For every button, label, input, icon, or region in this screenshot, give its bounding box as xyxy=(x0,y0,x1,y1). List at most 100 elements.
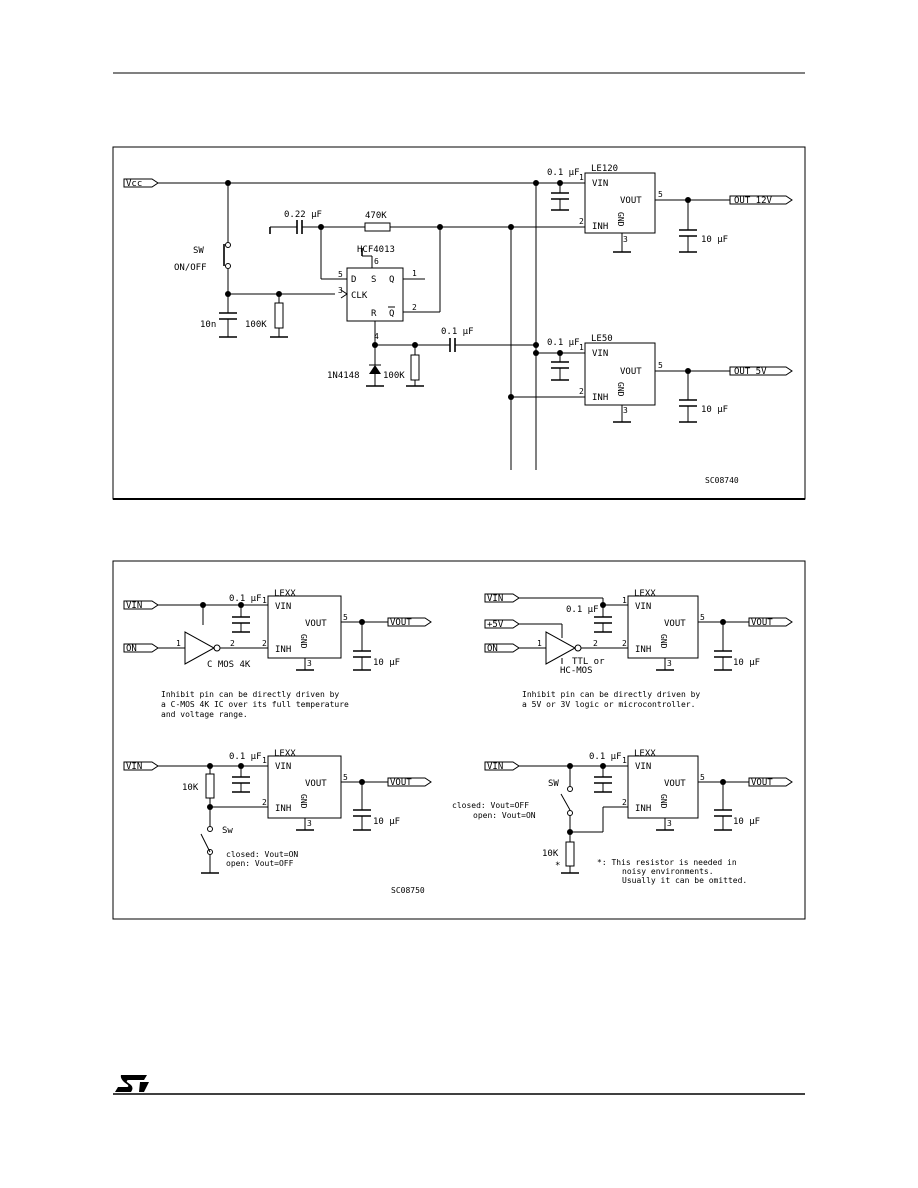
c-out: VOUT xyxy=(390,778,412,788)
a-cout: 10 µF xyxy=(373,658,400,668)
c-state-2: open: Vout=OFF xyxy=(226,859,294,868)
a-inh: INH xyxy=(275,645,291,655)
a-vin-pin: VIN xyxy=(275,602,291,612)
c-cout: 10 µF xyxy=(373,817,400,827)
sw-label: SW xyxy=(193,246,204,256)
c-vin-flag: VIN xyxy=(126,762,142,772)
switch-sw xyxy=(223,183,231,294)
le120-cin-label: 0.1 µF xyxy=(547,168,580,178)
cap-01-mid-label: 0.1 µF xyxy=(441,327,474,337)
a-ic: LEXX xyxy=(274,589,296,599)
d-p3: 3 xyxy=(667,819,672,828)
c-vin-pin: VIN xyxy=(275,762,291,772)
diode-label: 1N4148 xyxy=(327,371,360,381)
le120-gnd: GND xyxy=(616,212,625,227)
panel-d xyxy=(484,755,793,874)
le120-inh: INH xyxy=(592,222,608,232)
c-state-1: closed: Vout=ON xyxy=(226,850,298,859)
d-vin-flag: VIN xyxy=(487,762,503,772)
b-note-2: a 5V or 3V logic or microcontroller. xyxy=(522,700,695,709)
b-ic: LEXX xyxy=(634,589,656,599)
le50-cout: 10 µF xyxy=(701,405,728,415)
le50-out: OUT 5V xyxy=(734,367,767,377)
b-inv-in: 1 xyxy=(537,639,542,648)
d-sw: SW xyxy=(548,779,559,789)
a-inv-in: 1 xyxy=(176,639,181,648)
le50-gnd: GND xyxy=(616,382,625,397)
cap-01-mid xyxy=(449,338,456,352)
b-vin-flag: VIN xyxy=(487,594,503,604)
cap-10n xyxy=(219,294,237,338)
cap-022-label: 0.22 µF xyxy=(284,210,322,220)
c-cin: 0.1 µF xyxy=(229,752,262,762)
a-p5: 5 xyxy=(343,613,348,622)
ff-pin1: 1 xyxy=(412,269,417,278)
d-state-2: open: Vout=ON xyxy=(473,811,536,820)
b-cout: 10 µF xyxy=(733,658,760,668)
le50-p1: 1 xyxy=(579,343,584,352)
b-inh: INH xyxy=(635,645,651,655)
a-cin: 0.1 µF xyxy=(229,594,262,604)
le50-p3: 3 xyxy=(623,406,628,415)
d-p5: 5 xyxy=(700,773,705,782)
d-cin: 0.1 µF xyxy=(589,752,622,762)
c-res: 10K xyxy=(182,783,199,793)
a-note-2: a C-MOS 4K IC over its full temperature xyxy=(161,700,349,709)
a-p1: 1 xyxy=(262,596,267,605)
b-plus5-flag: +5V xyxy=(487,620,504,630)
d-ic: LEXX xyxy=(634,749,656,759)
d-out: VOUT xyxy=(751,778,773,788)
c-ic: LEXX xyxy=(274,749,296,759)
b-on-flag: ON xyxy=(487,644,498,654)
figure1-code: SC08740 xyxy=(705,476,739,485)
le120-vout: VOUT xyxy=(620,196,642,206)
le120-p1: 1 xyxy=(579,173,584,182)
d-note-3: Usually it can be omitted. xyxy=(622,876,747,885)
a-note-1: Inhibit pin can be directly driven by xyxy=(161,690,339,699)
d-state-1: closed: Vout=OFF xyxy=(452,801,529,810)
cap-022 xyxy=(296,220,303,234)
d-gnd: GND xyxy=(659,794,668,809)
a-gnd: GND xyxy=(299,634,308,649)
b-inv-out: 2 xyxy=(593,639,598,648)
ff-pin6: 6 xyxy=(374,257,379,266)
res-100k-a-label: 100K xyxy=(245,320,267,330)
d-note-1: *: This resistor is needed in xyxy=(597,858,737,867)
b-inv-type1: TTL or xyxy=(572,657,605,667)
sw-state-label: ON/OFF xyxy=(174,263,207,273)
le50-name: LE50 xyxy=(591,334,613,344)
le50-vin: VIN xyxy=(592,349,608,359)
ff-q: Q xyxy=(389,275,394,285)
a-inv-out: 2 xyxy=(230,639,235,648)
le120-p2: 2 xyxy=(579,217,584,226)
vcc-input-flag: Vcc xyxy=(123,178,159,189)
c-gnd: GND xyxy=(299,794,308,809)
a-on-flag: ON xyxy=(126,644,137,654)
a-p2: 2 xyxy=(262,639,267,648)
ff-qbar: Q xyxy=(389,309,394,319)
a-inv-type: C MOS 4K xyxy=(207,660,251,670)
ff-s: S xyxy=(371,275,376,285)
d-vin-pin: VIN xyxy=(635,762,651,772)
d-star: * xyxy=(555,861,560,871)
le120-name: LE120 xyxy=(591,164,618,174)
cap-10n-label: 10n xyxy=(200,320,216,330)
le50-inh: INH xyxy=(592,393,608,403)
d-cout: 10 µF xyxy=(733,817,760,827)
b-p2: 2 xyxy=(622,639,627,648)
le120-p5: 5 xyxy=(658,190,663,199)
a-vin-flag: VIN xyxy=(126,601,142,611)
c-inh: INH xyxy=(275,804,291,814)
ff-pin3: 3 xyxy=(338,286,343,295)
res-470k-label: 470K xyxy=(365,211,387,221)
a-out: VOUT xyxy=(390,618,412,628)
c-p5: 5 xyxy=(343,773,348,782)
res-100k-b-label: 100K xyxy=(383,371,405,381)
ff-r: R xyxy=(371,309,377,319)
c-p2: 2 xyxy=(262,798,267,807)
ff-pin5: 5 xyxy=(338,270,343,279)
figure2-code: SC08750 xyxy=(391,886,425,895)
regulator-le50 xyxy=(511,342,793,423)
b-gnd: GND xyxy=(659,634,668,649)
